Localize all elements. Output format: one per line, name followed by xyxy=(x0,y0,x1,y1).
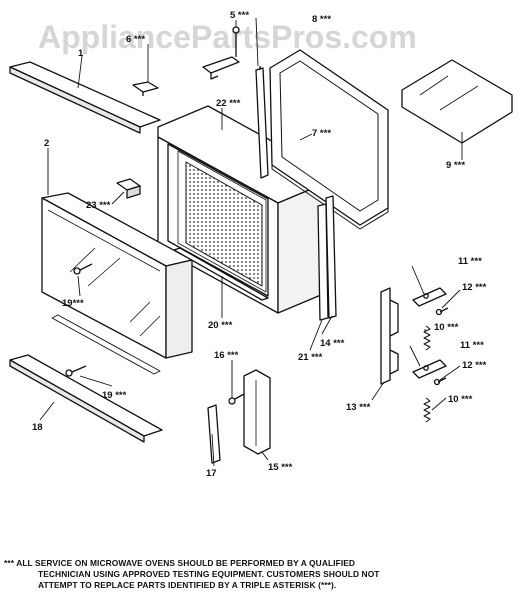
part-14-side-strip xyxy=(325,195,337,319)
label-part-2: 2 xyxy=(44,138,49,149)
footnote-line-2: TECHNICIAN USING APPROVED TESTING EQUIPM… xyxy=(38,569,380,579)
part-21-side-strip xyxy=(317,203,329,321)
part-12-screw-lower xyxy=(433,377,447,386)
label-part-17: 17 xyxy=(206,468,217,479)
part-18-bottom-trim xyxy=(9,354,163,443)
part-12-screw-upper xyxy=(435,307,449,316)
part-20-lower-strip xyxy=(173,247,269,301)
label-part-12-lower: 12 *** xyxy=(462,360,487,371)
part-13-hinge-bracket xyxy=(380,287,399,385)
service-footnote: *** ALL SERVICE ON MICROWAVE OVENS SHOUL… xyxy=(4,558,516,591)
label-part-8: 8 *** xyxy=(312,14,331,25)
part-19-screw-upper xyxy=(73,263,93,275)
part-2-outer-door-panel xyxy=(41,192,193,375)
part-23-latch-block xyxy=(116,178,141,199)
part-labels: 1 2 6 *** 5 *** 8 *** 22 *** 7 *** 9 ***… xyxy=(32,10,487,479)
footnote-line-3: ATTEMPT TO REPLACE PARTS IDENTIFIED BY A… xyxy=(38,580,337,590)
label-part-11-lower: 11 *** xyxy=(460,340,484,351)
footnote-line-1: *** ALL SERVICE ON MICROWAVE OVENS SHOUL… xyxy=(4,558,356,568)
part-6-clip xyxy=(132,81,159,96)
label-part-9: 9 *** xyxy=(446,160,465,171)
label-part-15: 15 *** xyxy=(268,462,293,473)
label-part-19-upper: 19*** xyxy=(62,298,84,309)
label-part-13: 13 *** xyxy=(346,402,371,413)
label-part-12-upper: 12 *** xyxy=(462,282,487,293)
part-8-vertical-strip xyxy=(255,66,269,179)
label-part-10-upper: 10 *** xyxy=(434,322,459,333)
label-part-14: 14 *** xyxy=(320,338,345,349)
label-part-7: 7 *** xyxy=(312,128,331,139)
label-part-5: 5 *** xyxy=(230,10,249,21)
part-10-spring-upper xyxy=(423,325,431,351)
leader-lines xyxy=(39,17,463,467)
label-part-23: 23 *** xyxy=(86,200,111,211)
watermark: AppliancePartsPros.com xyxy=(38,19,417,55)
part-9-glass-pane xyxy=(401,59,513,144)
label-part-6: 6 *** xyxy=(126,34,145,45)
part-5-bracket xyxy=(202,26,240,80)
part-17-strip xyxy=(207,404,221,464)
label-part-11-upper: 11 *** xyxy=(458,256,482,267)
part-15-hinge-plate xyxy=(243,369,271,455)
label-part-1: 1 xyxy=(78,48,84,59)
part-16-screw xyxy=(228,393,245,405)
part-19-screw-lower xyxy=(65,365,87,377)
part-7-gasket-frame xyxy=(269,49,389,230)
part-1-top-trim xyxy=(9,61,161,134)
part-11-latch-upper xyxy=(412,287,447,307)
label-part-10-lower: 10 *** xyxy=(448,394,473,405)
label-part-16: 16 *** xyxy=(214,350,239,361)
label-part-21: 21 *** xyxy=(298,352,323,363)
label-part-19-lower: 19 *** xyxy=(102,390,127,401)
label-part-20: 20 *** xyxy=(208,320,233,331)
label-part-18: 18 xyxy=(32,422,43,433)
label-part-22: 22 *** xyxy=(216,98,241,109)
part-11-latch-lower xyxy=(412,359,447,379)
part-10-spring-lower xyxy=(423,397,431,423)
